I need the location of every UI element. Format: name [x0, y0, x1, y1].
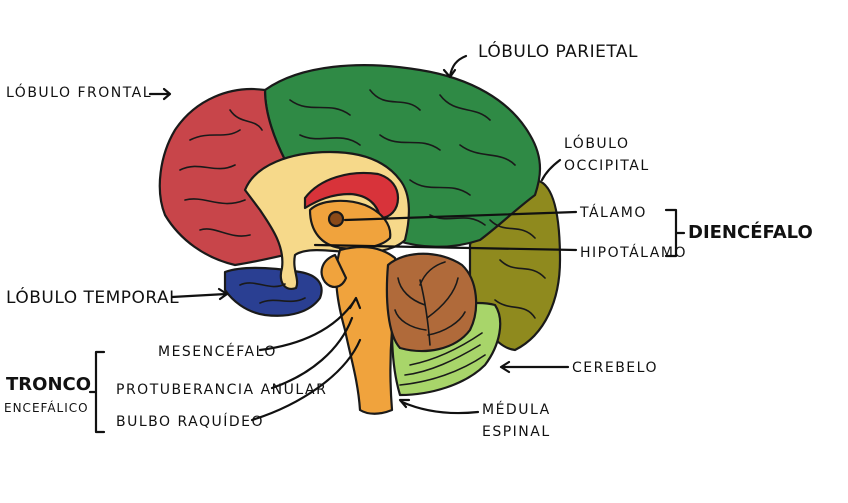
bulbo-arrow — [250, 338, 362, 422]
temporal-gyri — [239, 282, 306, 304]
label-medula: MÉDULA — [482, 401, 551, 418]
parietal-gyri — [289, 89, 516, 226]
cerebelo-arrow — [499, 360, 570, 374]
label-lobulo-temporal: LÓBULO TEMPORAL — [6, 286, 179, 308]
medula-line — [398, 398, 480, 415]
label-espinal: ESPINAL — [482, 424, 551, 440]
arbor-vitae — [394, 261, 466, 346]
tronco-bracket — [88, 350, 106, 434]
brainstem — [335, 246, 398, 415]
label-cerebelo: CEREBELO — [572, 360, 658, 376]
label-tronco: TRONCO — [6, 374, 91, 395]
cerebellum — [385, 252, 478, 353]
label-hipotalamo: HIPOTÁLAMO — [580, 244, 687, 261]
talamo-line — [343, 210, 578, 222]
pons-bulge — [320, 253, 348, 288]
protuberancia-arrow — [270, 316, 354, 390]
label-lobulo-occipital-1: LÓBULO — [564, 134, 630, 152]
medulla-ridges — [399, 332, 486, 386]
label-diencefalo: DIENCÉFALO — [688, 221, 813, 243]
parietal-arrow — [442, 54, 468, 79]
label-lobulo-frontal: LÓBULO FRONTAL — [6, 83, 152, 101]
corpus-callosum — [303, 171, 400, 220]
temporal-lobe — [223, 266, 323, 317]
hipotalamo-line — [313, 243, 578, 252]
occipital-gyri — [489, 219, 546, 319]
label-talamo: TÁLAMO — [579, 204, 647, 221]
thalamus-region — [308, 199, 392, 250]
diencefalo-bracket — [664, 208, 686, 258]
label-protuberancia-anular: PROTUBERANCIA ANULAR — [116, 382, 327, 398]
label-lobulo-occipital-2: OCCIPITAL — [564, 158, 650, 174]
label-encefalico: ENCEFÁLICO — [4, 400, 89, 415]
label-mesencefalo: MESENCÉFALO — [158, 343, 277, 360]
temporal-arrow — [170, 287, 229, 301]
occipital-arrow — [540, 158, 562, 182]
frontal-arrow — [148, 87, 172, 101]
label-bulbo-raquideo: BULBO RAQUÍDEO — [116, 413, 264, 430]
mesencefalo-arrow — [258, 296, 362, 352]
thalamus-dot — [327, 210, 345, 228]
label-lobulo-parietal: LÓBULO PARIETAL — [478, 40, 638, 62]
frontal-gyri — [179, 109, 263, 237]
